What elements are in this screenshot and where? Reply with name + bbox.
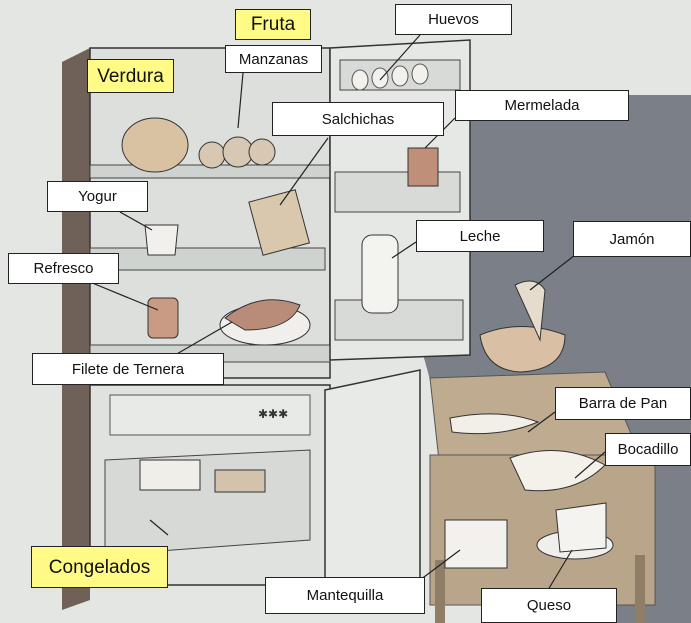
pointer-lines xyxy=(84,34,606,596)
ham xyxy=(479,326,566,373)
table-leg-right xyxy=(635,555,645,623)
freezer-drawer xyxy=(104,449,311,556)
label-fruta: Fruta xyxy=(235,9,311,40)
bread xyxy=(449,413,540,435)
apple xyxy=(248,138,276,166)
label-jamon: Jamón xyxy=(573,221,691,257)
table-leg-left xyxy=(435,560,445,623)
cheese xyxy=(555,502,607,553)
shelf-middle xyxy=(89,247,326,271)
label-salchichas: Salchichas xyxy=(272,102,444,136)
label-barra-de-pan: Barra de Pan xyxy=(555,387,691,420)
label-huevos: Huevos xyxy=(395,4,512,35)
yogurt xyxy=(144,224,179,256)
label-queso: Queso xyxy=(481,588,617,623)
soda-can xyxy=(147,297,179,339)
sausages xyxy=(248,189,311,256)
label-filete-de-ternera: Filete de Ternera xyxy=(32,353,224,385)
label-congelados: Congelados xyxy=(31,546,168,588)
frozen-bag xyxy=(214,469,266,493)
label-mermelada: Mermelada xyxy=(455,90,629,121)
freezer-panel xyxy=(109,394,311,436)
label-bocadillo: Bocadillo xyxy=(605,433,691,466)
ham-leg xyxy=(514,280,546,342)
apple xyxy=(198,141,226,169)
label-manzanas: Manzanas xyxy=(225,45,322,73)
fridge-side xyxy=(62,48,90,610)
butter xyxy=(444,519,508,569)
label-leche: Leche xyxy=(416,220,544,252)
freezer-door xyxy=(324,369,421,591)
door-shelf-upper xyxy=(334,171,461,213)
freezer-stars: ✱✱✱ xyxy=(258,407,288,421)
label-refresco: Refresco xyxy=(8,253,119,284)
milk-bottle xyxy=(361,234,399,314)
jam-jar xyxy=(407,147,439,187)
cabbage xyxy=(121,117,189,173)
label-mantequilla: Mantequilla xyxy=(265,577,425,614)
frozen-box xyxy=(139,459,201,491)
steak xyxy=(224,299,301,331)
door-shelf-lower xyxy=(334,299,464,341)
label-yogur: Yogur xyxy=(47,181,148,212)
label-verdura: Verdura xyxy=(87,59,174,93)
